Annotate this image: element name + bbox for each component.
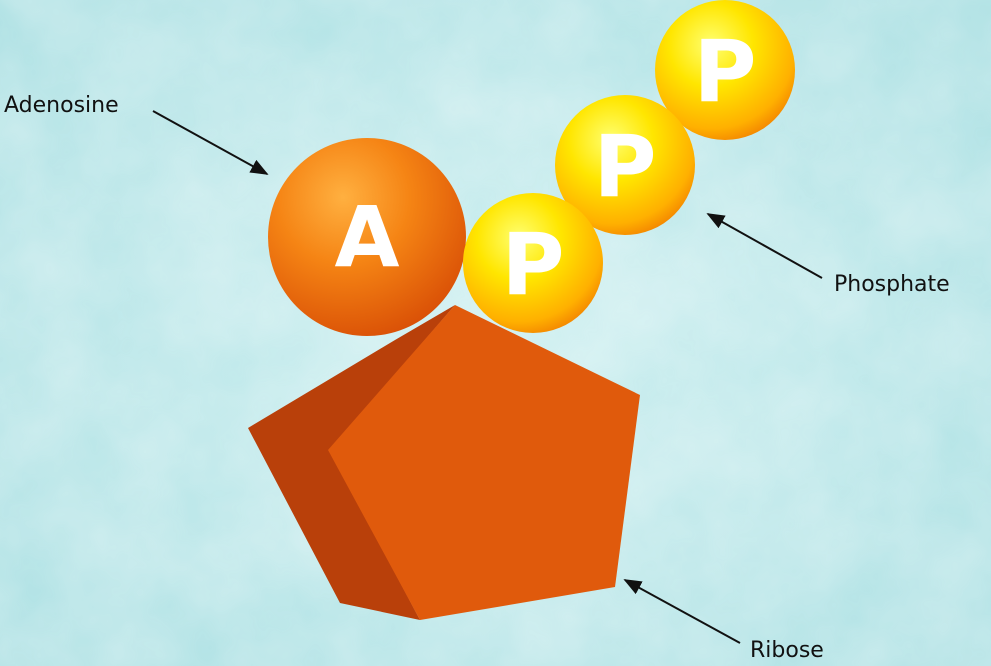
ribose-front-face — [328, 305, 640, 620]
adenosine-sphere — [268, 138, 466, 336]
phosphate-letter-2: P — [593, 117, 656, 217]
phosphate-arrow — [706, 213, 823, 279]
phosphate-label: Phosphate — [834, 272, 950, 297]
adenosine-letter: A — [334, 188, 399, 286]
adenosine-arrow — [152, 110, 269, 175]
phosphate-ball-2: P — [555, 95, 695, 235]
phosphate-sphere-2 — [555, 95, 695, 235]
adenosine-label: Adenosine — [4, 93, 119, 118]
phosphate-letter-1: P — [501, 215, 564, 315]
phosphate-sphere-3 — [655, 0, 795, 140]
ribose-side-face — [248, 305, 455, 620]
phosphate-ball-3: P — [655, 0, 795, 140]
adenosine-callout: Adenosine — [4, 93, 269, 175]
ribose-label: Ribose — [750, 638, 824, 663]
ribose-callout: Ribose — [623, 579, 824, 663]
adenosine-ball: A — [268, 138, 466, 336]
phosphate-letter-3: P — [693, 22, 756, 122]
phosphate-callout: Phosphate — [706, 213, 950, 297]
phosphate-ball-1: P — [463, 193, 603, 333]
ribose-pentagon — [248, 305, 640, 620]
phosphate-sphere-1 — [463, 193, 603, 333]
ribose-arrow — [623, 579, 741, 644]
